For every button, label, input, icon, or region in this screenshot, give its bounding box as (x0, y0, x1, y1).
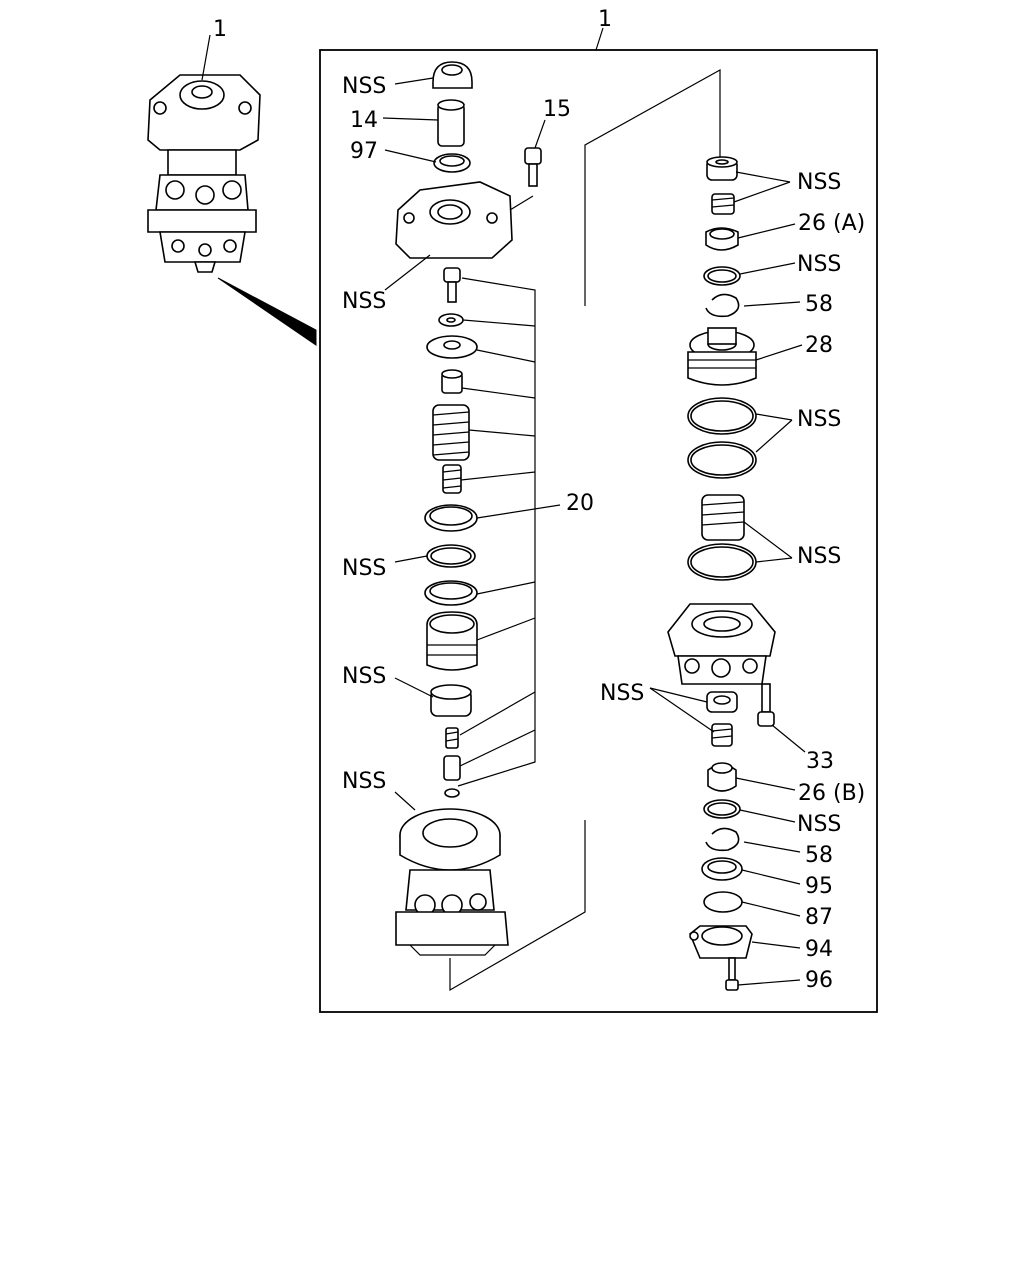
label-97: 97 (350, 139, 378, 164)
label-26b: 26 (B) (798, 781, 865, 806)
leader-lines (382, 77, 806, 986)
frame-callout-1: 1 (598, 7, 612, 32)
label-20: 20 (566, 491, 594, 516)
label-33: 33 (806, 749, 834, 774)
label-nss-upper-housing: NSS (342, 289, 386, 314)
callout-labels: NSS 14 97 15 NSS 20 NSS NSS NSS NSS 26 (… (342, 74, 865, 993)
label-nss-oring-bottom: NSS (797, 812, 841, 837)
label-nss-spring: NSS (797, 544, 841, 569)
label-nss-lower-housing: NSS (342, 769, 386, 794)
label-26a: 26 (A) (798, 211, 865, 236)
label-95: 95 (805, 874, 833, 899)
label-96: 96 (805, 968, 833, 993)
label-nss-middle: NSS (600, 681, 644, 706)
label-15: 15 (543, 97, 571, 122)
right-column-parts (667, 156, 776, 991)
assembly-callout-1: 1 (213, 17, 227, 42)
label-nss-oring: NSS (342, 556, 386, 581)
left-column-parts (395, 61, 542, 956)
label-nss-orings: NSS (797, 407, 841, 432)
label-87: 87 (805, 905, 833, 930)
label-14: 14 (350, 108, 378, 133)
label-nss-oring-top: NSS (797, 252, 841, 277)
label-nss-bushing: NSS (797, 170, 841, 195)
label-nss-sleeve: NSS (342, 664, 386, 689)
label-58-top: 58 (805, 292, 833, 317)
label-94: 94 (805, 937, 833, 962)
assembled-valve-drawing (147, 74, 317, 346)
label-58-bottom: 58 (805, 843, 833, 868)
exploded-view-frame (319, 49, 878, 1013)
label-nss-cap: NSS (342, 74, 386, 99)
label-28: 28 (805, 333, 833, 358)
